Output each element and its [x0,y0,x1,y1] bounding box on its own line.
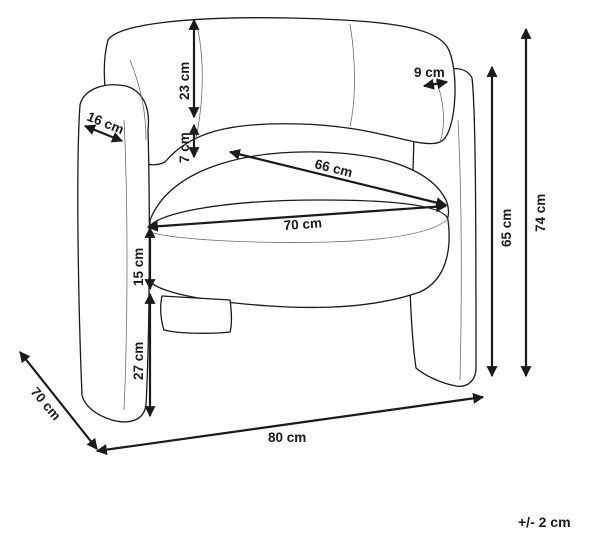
label-seat-thickness: 15 cm [131,248,146,286]
label-seat-width: 70 cm [283,215,322,233]
dim-arm-width [83,124,124,143]
label-back-thickness: 9 cm [414,65,445,80]
label-seat-floor: 27 cm [131,342,146,380]
backrest [103,17,456,166]
label-arm-height: 65 cm [499,209,514,247]
dim-total-width [95,392,485,456]
label-total-height: 74 cm [533,194,548,232]
label-total-width: 80 cm [268,430,306,445]
dimension-lines [19,18,532,456]
label-backrest-height: 23 cm [177,62,192,100]
rear-left-foot [160,295,233,334]
dim-seat-depth [228,149,448,208]
dim-total-depth [19,351,98,450]
dim-back-thickness [422,78,449,90]
tolerance-note: +/- 2 cm [518,514,571,530]
label-total-depth: 70 cm [28,384,64,423]
dim-seat-width [146,201,448,232]
label-backrest-gap: 7 cm [177,132,192,163]
